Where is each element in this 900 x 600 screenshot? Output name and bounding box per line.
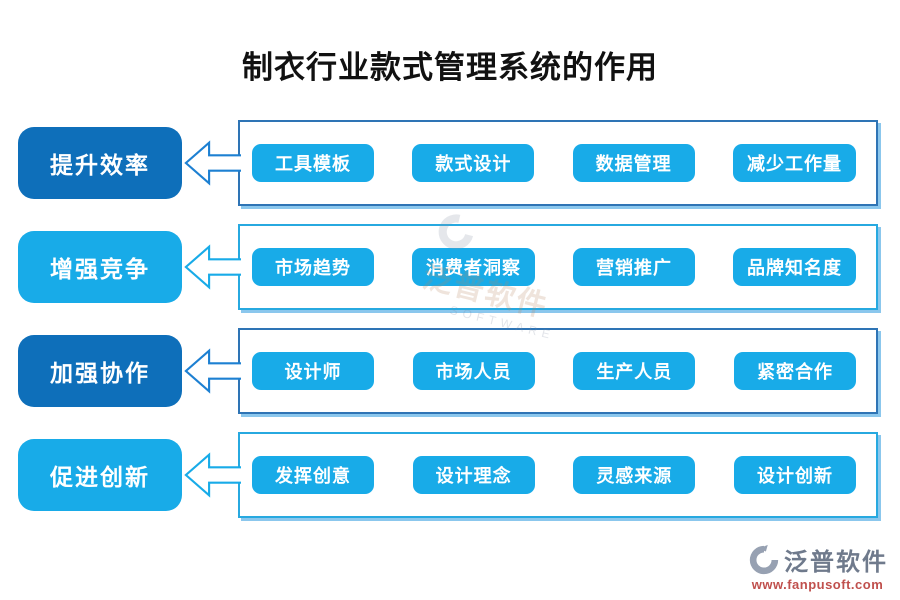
feature-label: 促进创新 bbox=[18, 439, 182, 511]
fanpu-logo-icon bbox=[749, 544, 779, 574]
rows-container: 提升效率 工具模板款式设计数据管理减少工作量 增强竞争 市场趋势消费者洞察营销推… bbox=[0, 120, 900, 536]
brand-name: 泛普软件 bbox=[784, 550, 888, 576]
feature-label: 提升效率 bbox=[18, 127, 182, 199]
feature-box: 发挥创意设计理念灵感来源设计创新 bbox=[238, 432, 878, 518]
feature-chip: 款式设计 bbox=[412, 144, 535, 182]
feature-box: 设计师市场人员生产人员紧密合作 bbox=[238, 328, 878, 414]
feature-chip: 消费者洞察 bbox=[412, 248, 535, 286]
feature-chip: 营销推广 bbox=[573, 248, 695, 286]
feature-box: 市场趋势消费者洞察营销推广品牌知名度 bbox=[238, 224, 878, 310]
feature-chip: 紧密合作 bbox=[733, 352, 856, 390]
page-title: 制衣行业款式管理系统的作用 bbox=[242, 50, 658, 85]
brand-url: www.fanpusoft.com bbox=[751, 577, 884, 592]
feature-chip: 市场趋势 bbox=[252, 248, 374, 286]
feature-chip: 灵感来源 bbox=[573, 456, 696, 494]
feature-chip: 设计师 bbox=[252, 352, 374, 390]
feature-chip: 发挥创意 bbox=[252, 456, 374, 494]
left-arrow-icon bbox=[184, 244, 241, 290]
left-arrow-icon bbox=[184, 452, 241, 498]
feature-chip: 设计创新 bbox=[733, 456, 856, 494]
feature-row: 增强竞争 市场趋势消费者洞察营销推广品牌知名度 bbox=[0, 224, 900, 310]
feature-chip: 品牌知名度 bbox=[733, 248, 856, 286]
feature-box: 工具模板款式设计数据管理减少工作量 bbox=[238, 120, 878, 206]
feature-chip: 数据管理 bbox=[572, 144, 695, 182]
feature-chip: 生产人员 bbox=[573, 352, 696, 390]
feature-label: 增强竞争 bbox=[18, 231, 182, 303]
feature-chip: 市场人员 bbox=[412, 352, 535, 390]
left-arrow-icon bbox=[184, 348, 241, 394]
feature-chip: 工具模板 bbox=[252, 144, 374, 182]
feature-row: 加强协作 设计师市场人员生产人员紧密合作 bbox=[0, 328, 900, 414]
feature-row: 促进创新 发挥创意设计理念灵感来源设计创新 bbox=[0, 432, 900, 518]
footer-logo: 泛普软件 www.fanpusoft.com bbox=[747, 542, 888, 592]
left-arrow-icon bbox=[184, 140, 241, 186]
feature-chip: 设计理念 bbox=[412, 456, 535, 494]
feature-row: 提升效率 工具模板款式设计数据管理减少工作量 bbox=[0, 120, 900, 206]
feature-label: 加强协作 bbox=[18, 335, 182, 407]
feature-chip: 减少工作量 bbox=[732, 144, 856, 182]
